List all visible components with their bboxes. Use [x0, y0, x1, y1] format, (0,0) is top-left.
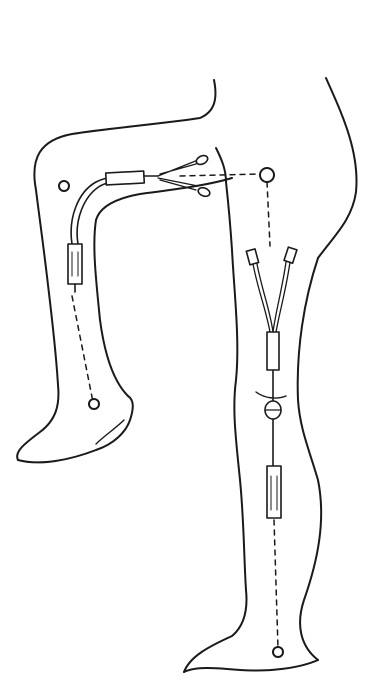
raised-leg-outline	[17, 80, 232, 462]
raised-hip-marker	[59, 181, 69, 191]
raised-leg-sensor	[68, 244, 82, 284]
standing-ankle-marker	[273, 647, 283, 657]
standing-leg-catheter	[246, 247, 297, 518]
raised-leg-catheter	[68, 154, 211, 292]
landmark-markers	[59, 168, 283, 657]
dashed-reference-lines	[72, 174, 278, 648]
standing-leg-upper-transducer	[267, 332, 279, 370]
standing-leg-dashed-line	[267, 182, 270, 246]
raised-leg-transducer	[106, 171, 145, 185]
raised-ankle-marker	[89, 399, 99, 409]
standing-leg-lower-sensor	[267, 466, 281, 518]
standing-leg-outline	[184, 78, 357, 672]
raised-thigh-dashed-line	[180, 174, 262, 176]
standing-branch-cap-left	[246, 249, 258, 265]
standing-branch-cap-right	[284, 247, 297, 263]
standing-shin-dashed-line	[274, 520, 278, 648]
raised-leg-dashed-line	[72, 296, 93, 402]
raised-branch-cap-upper	[195, 154, 209, 166]
standing-hip-marker	[260, 168, 274, 182]
raised-branch-cap-lower	[197, 186, 211, 198]
